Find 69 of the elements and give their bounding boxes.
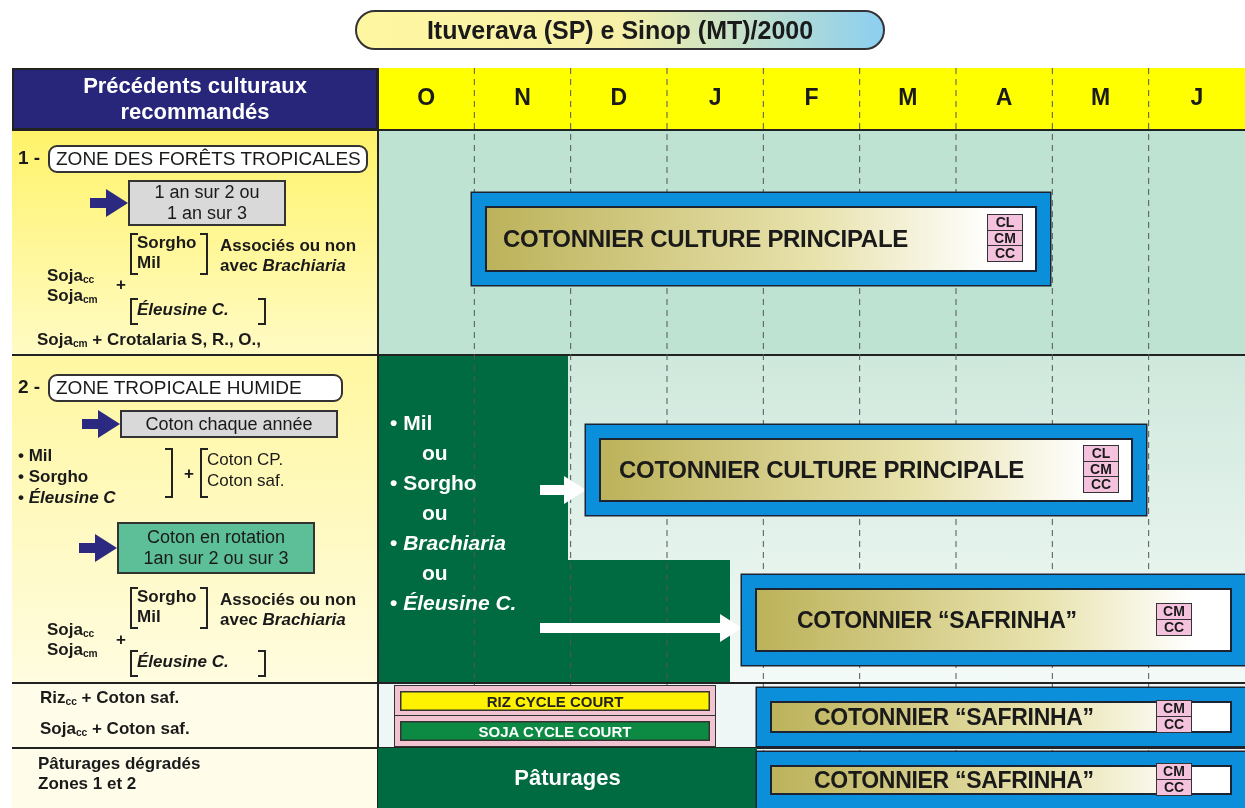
bar-label: COTONNIER “SAFRINHA” — [814, 703, 1094, 731]
crop-bar — [472, 193, 1050, 285]
list-item: • Sorgho — [390, 470, 477, 496]
crop-label: Pâturages dégradés Zones 1 et 2 — [38, 754, 202, 794]
crop-label: + — [116, 275, 126, 295]
crop-label: Soja$_{cc}$ + Coton saf. — [40, 719, 190, 740]
month-label: N — [513, 84, 532, 111]
bar-label: COTONNIER “SAFRINHA” — [814, 766, 1094, 794]
month-label: A — [994, 84, 1014, 111]
list-item: • Brachiaria — [390, 530, 506, 556]
cycle-bar: RIZ CYCLE COURT — [395, 686, 715, 716]
crop-label: Éleusine C. — [137, 300, 229, 320]
header-cell: Précédents culturaux recommandés — [12, 68, 378, 130]
note-box: Coton chaque année — [120, 410, 338, 438]
crop-label: • Mil — [18, 446, 53, 466]
crop-label: Soja$_{cc}$ — [47, 266, 95, 287]
note-box: 1 an sur 2 ou 1 an sur 3 — [128, 180, 286, 226]
crop-label: Associés ou non avec Brachiaria — [220, 236, 358, 276]
crop-label: Associés ou non avec Brachiaria — [220, 590, 358, 630]
pasture-block: Pâturages — [378, 748, 757, 808]
crop-bar — [586, 425, 1146, 515]
crop-bar — [757, 688, 1245, 746]
list-item: • Mil — [390, 410, 433, 436]
month-label: M — [1089, 84, 1112, 111]
crop-label: • Sorgho — [18, 467, 89, 487]
crop-label: Soja$_{cm}$ — [47, 286, 98, 307]
arrow — [82, 410, 120, 438]
list-item: ou — [421, 440, 448, 466]
zone-number: 2 - — [18, 376, 41, 398]
bar-label: COTONNIER CULTURE PRINCIPALE — [503, 225, 908, 253]
arrow — [90, 189, 128, 217]
arrow — [79, 534, 117, 562]
crop-label: Soja$_{cc}$ — [47, 620, 95, 641]
crop-label: Coton saf. — [207, 471, 285, 491]
crop-label: Sorgho — [137, 587, 197, 607]
crop-label: + — [184, 464, 194, 484]
tag-box: CC — [1083, 476, 1119, 494]
bar-label: COTONNIER CULTURE PRINCIPALE — [619, 456, 1024, 484]
crop-label: Sorgho — [137, 233, 197, 253]
crop-label: Mil — [137, 253, 161, 273]
crop-bar — [757, 752, 1245, 808]
cycle-bar: SOJA CYCLE COURT — [395, 716, 715, 746]
month-label: O — [416, 84, 437, 111]
crop-label: Mil — [137, 607, 161, 627]
crop-label: Coton CP. — [207, 450, 284, 470]
note-box: Coton en rotation 1an sur 2 ou sur 3 — [117, 522, 315, 574]
crop-label: Soja$_{cm}$ — [47, 640, 98, 661]
month-label: F — [803, 84, 820, 111]
month-label: M — [897, 84, 919, 111]
bar-label: COTONNIER “SAFRINHA” — [797, 606, 1077, 634]
zone-number: 1 - — [18, 147, 41, 169]
crop-label: Riz$_{cc}$ + Coton saf. — [40, 688, 180, 709]
crop-label: Éleusine C. — [137, 652, 229, 672]
tag-box: CC — [987, 245, 1023, 263]
zone-label-box: ZONE TROPICALE HUMIDE — [48, 374, 343, 402]
title-banner: Ituverava (SP) e Sinop (MT)/2000 — [355, 10, 885, 50]
crop-label: • Éleusine C — [18, 488, 116, 508]
crop-bar — [742, 575, 1245, 665]
month-label: D — [609, 84, 629, 111]
zone-label-box: ZONE DES FORÊTS TROPICALES — [48, 145, 368, 173]
month-label: J — [1189, 84, 1205, 111]
crop-label: + — [116, 630, 126, 650]
list-item: ou — [421, 560, 448, 586]
month-label: J — [707, 84, 723, 111]
crop-label: Soja$_{cm}$ + Crotalaria S, R., O., — [37, 330, 261, 351]
list-item: • Éleusine C. — [390, 590, 517, 616]
arrow — [540, 614, 742, 642]
arrow — [540, 476, 586, 504]
list-item: ou — [421, 500, 448, 526]
